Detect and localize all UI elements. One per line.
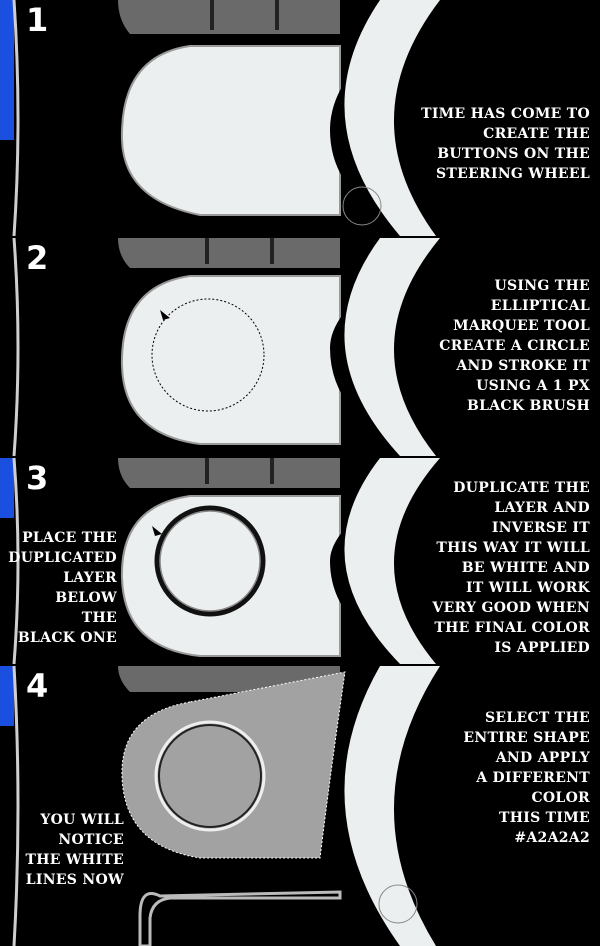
step-caption: Select the entire shape and apply a diff… [463,708,590,848]
steering-wheel-illustration [12,238,600,456]
caption-line: duplicated [8,550,117,566]
wheel-hub-ring [344,0,440,236]
marquee-selection [151,298,265,412]
caption-line: notice [58,832,124,848]
wheel-rim-line [12,666,20,946]
caption-line: the final color [434,620,590,636]
step-panel-4: 4 You will notice the white lines now Se… [0,666,600,946]
caption-line: Duplicate the [453,480,590,496]
wheel-hub-ring [344,238,440,456]
caption-line: create a circle [439,338,590,354]
caption-line: elliptical [490,298,590,314]
caption-line: Using the [494,278,590,294]
steering-wheel-illustration [0,666,600,946]
button-shape [120,495,341,657]
side-note: You will notice the white lines now [26,810,124,890]
caption-line: buttons on the [437,146,590,162]
caption-line: the [81,610,117,626]
caption-line: entire shape [463,730,590,746]
lower-button-outline [138,890,342,946]
caption-line: it will work [466,580,590,596]
button-shape [120,275,341,445]
blue-edge [0,666,14,726]
steering-wheel-illustration [0,0,600,236]
caption-line: this way it will [436,540,590,556]
wheel-rim-line [12,458,20,664]
white-outline-circle [154,720,266,832]
steering-wheel-illustration [0,458,600,664]
caption-line: steering wheel [435,166,590,182]
cursor-circle [342,186,382,226]
caption-line: inverse it [491,520,590,536]
caption-line: black one [17,630,117,646]
caption-line: and apply [495,750,590,766]
arrow-cursor-icon [160,310,170,320]
arrow-cursor-icon [152,526,162,536]
step-number: 1 [26,1,49,39]
caption-line: You will [40,812,124,828]
caption-line: black brush [466,398,590,414]
wheel-hub-ring [344,666,440,946]
wheel-hub-ring [344,458,440,664]
step-panel-1: 1 Time has come to create the buttons on… [0,0,600,236]
caption-line: Select the [484,710,590,726]
step-caption: Time has come to create the buttons on t… [421,104,590,184]
button-shape [120,45,341,216]
caption-line: layer [63,570,117,586]
step-panel-3: 3 place the duplicated layer below the b… [0,458,600,664]
side-note: place the duplicated layer below the bla… [8,528,117,648]
caption-line: using a 1 px [476,378,590,394]
caption-line: lines now [25,872,124,888]
caption-line: Time has come to [421,106,590,122]
caption-line: very good when [432,600,590,616]
caption-line: place the [22,530,117,546]
step-number: 3 [26,459,49,497]
top-control-strip [118,238,340,268]
wheel-rim-line [12,0,20,236]
cursor-circle [378,884,418,924]
selected-shape [121,671,346,859]
caption-line: this time [498,810,590,826]
top-control-strip [118,0,340,34]
step-caption: Using the elliptical marquee tool create… [439,276,590,416]
caption-line: a different [476,770,590,786]
caption-line: and stroke it [456,358,590,374]
caption-line: layer and [494,500,590,516]
step-number: 2 [26,239,49,277]
caption-line: be white and [461,560,590,576]
caption-line: create the [483,126,590,142]
blue-edge [0,0,14,140]
caption-line: #a2a2a2 [514,830,590,846]
caption-line: the white [25,852,124,868]
blue-edge [0,458,14,518]
wheel-rim-line [12,238,20,456]
caption-line: below [55,590,117,606]
top-control-strip [118,458,340,488]
step-panel-2: 2 Using the elliptical marquee tool crea… [0,238,600,456]
caption-line: is applied [494,640,590,656]
caption-line: color [531,790,590,806]
step-number: 4 [26,667,49,705]
stroked-circle [154,505,266,617]
step-caption: Duplicate the layer and inverse it this … [432,478,590,658]
caption-line: marquee tool [453,318,590,334]
